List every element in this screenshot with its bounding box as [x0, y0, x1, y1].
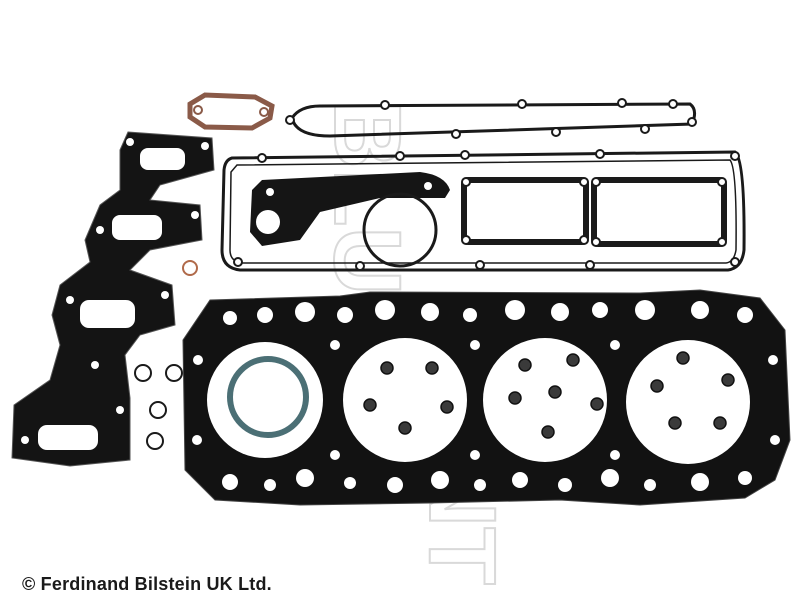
valve-stem-seals: [363, 351, 735, 439]
head-gasket-holes: [192, 300, 780, 493]
cover-gaskets: [461, 177, 727, 247]
crank-seal-ring: [227, 356, 309, 438]
copyright-caption: © Ferdinand Bilstein UK Ltd.: [22, 574, 272, 594]
valve-cover-frame-gasket: [220, 149, 746, 272]
small-o-rings: [134, 260, 198, 450]
rocker-cover-gasket: [285, 98, 697, 139]
timing-plate-gasket: [250, 172, 450, 246]
thermostat-gasket: [187, 92, 275, 131]
o-ring-large: [362, 192, 438, 268]
manifold-gasket: [11, 131, 215, 467]
cylinder-head-gasket: [182, 289, 791, 506]
